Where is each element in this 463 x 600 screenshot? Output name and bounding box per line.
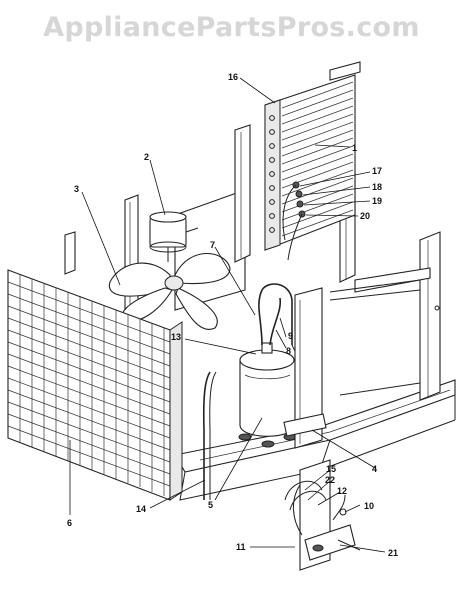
callout-19: 19 <box>372 196 382 206</box>
callout-10: 10 <box>364 501 374 511</box>
fan-motor <box>149 211 199 262</box>
fan-blade <box>108 252 231 330</box>
callout-8: 8 <box>286 346 291 356</box>
compressor <box>238 283 327 449</box>
callout-6: 6 <box>67 518 72 528</box>
callout-1: 1 <box>352 143 357 153</box>
drain-tube <box>202 371 217 500</box>
callout-leaders <box>69 77 386 553</box>
coil-return-bends <box>269 115 275 233</box>
callout-7: 7 <box>210 240 215 250</box>
watermark-logo: AppliancePartsPros.com <box>43 12 420 43</box>
condenser-coil <box>7 269 183 501</box>
callout-4: 4 <box>372 464 377 474</box>
callout-9: 9 <box>288 331 293 341</box>
callout-13: 13 <box>171 332 181 342</box>
evaporator-coil <box>264 61 361 251</box>
condenser-grid <box>7 275 171 496</box>
callout-3: 3 <box>74 184 79 194</box>
callout-22: 22 <box>325 475 335 485</box>
callout-21: 21 <box>388 548 398 558</box>
callout-12: 12 <box>337 486 347 496</box>
callout-17: 17 <box>372 166 382 176</box>
capillary-tubing <box>282 181 306 261</box>
coil-fins <box>281 81 354 237</box>
callout-20: 20 <box>360 211 370 221</box>
callout-18: 18 <box>372 182 382 192</box>
callout-2: 2 <box>144 152 149 162</box>
callout-11: 11 <box>236 542 246 552</box>
callout-5: 5 <box>208 500 213 510</box>
callout-14: 14 <box>136 504 146 514</box>
callout-16: 16 <box>228 72 238 82</box>
callout-labels: 16 1 2 3 17 18 19 20 7 9 8 13 4 5 6 14 1… <box>67 72 398 558</box>
callout-15: 15 <box>326 464 336 474</box>
